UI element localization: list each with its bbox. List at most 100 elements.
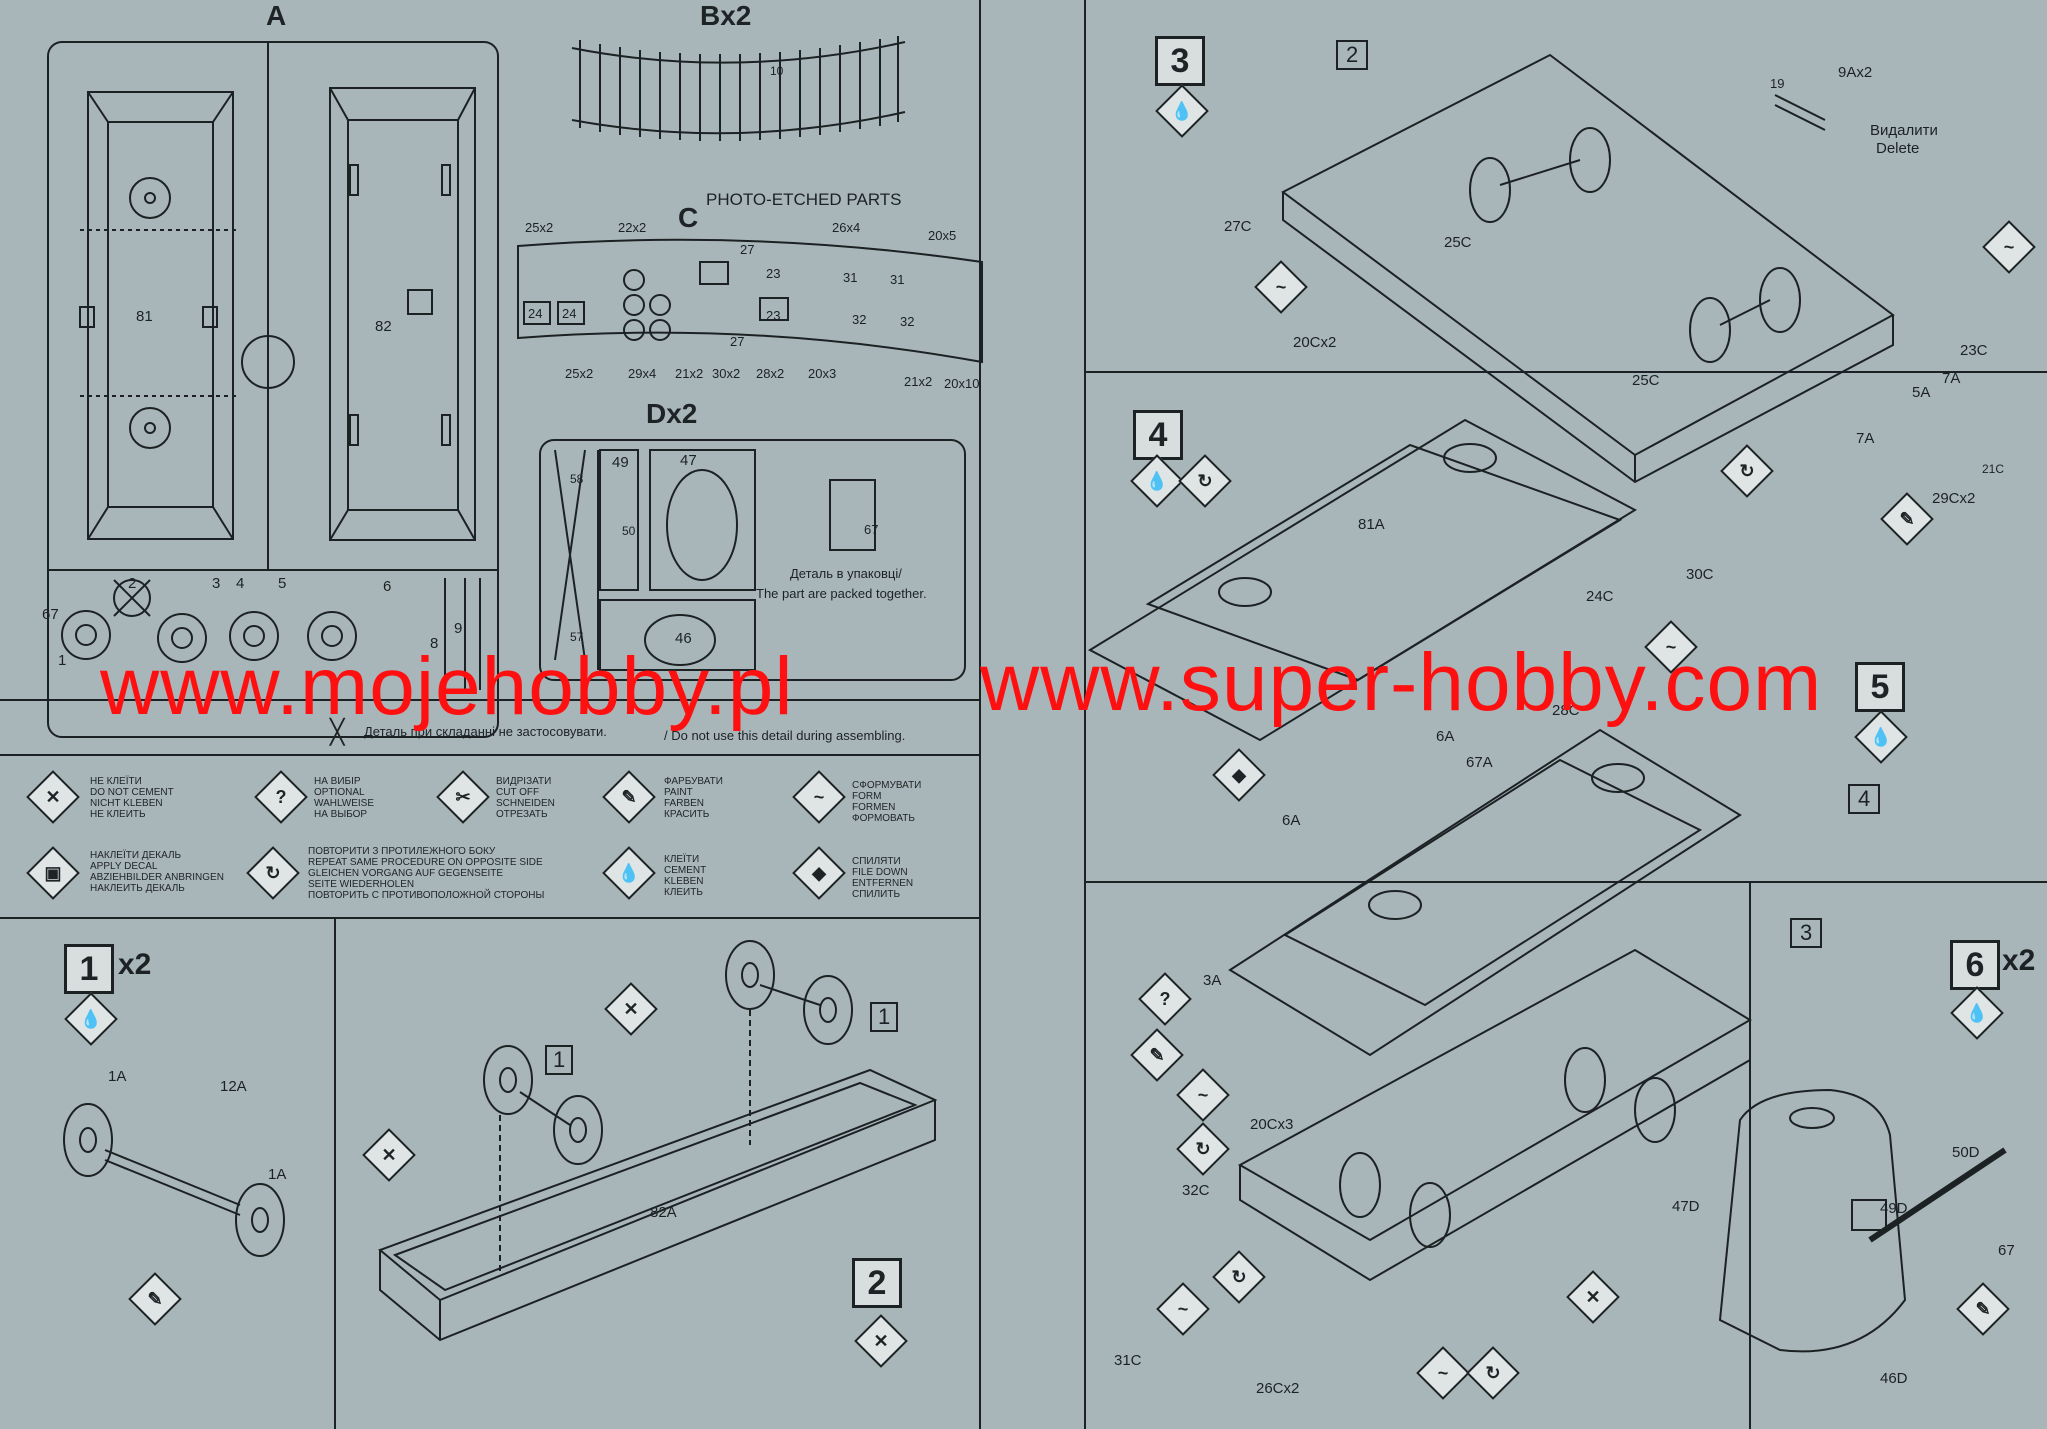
pe-part-label: 20x10 <box>944 376 980 391</box>
sprue-b-title: Bx2 <box>700 0 752 31</box>
sprue-a-title: A <box>266 0 287 31</box>
pe-part-label: 21x2 <box>904 374 933 389</box>
pe-part-label: 28x2 <box>756 366 785 381</box>
part-label: 49D <box>1880 1200 1908 1217</box>
part-label: 57 <box>570 630 584 644</box>
packed-note-en: The part are packed together. <box>756 586 927 601</box>
part-label: 82A <box>650 1204 677 1221</box>
step3-drawing <box>1281 53 1895 484</box>
dimension-label: 19 <box>1770 76 1785 91</box>
part-label: 81A <box>1358 516 1385 533</box>
part-label: 26Cx2 <box>1256 1380 1300 1397</box>
part-label: 2 <box>128 575 137 592</box>
sprue-b-drawing <box>571 36 906 141</box>
legend-text: ПОВТОРИТИ З ПРОТИЛЕЖНОГО БОКУ REPEAT SAM… <box>308 846 545 901</box>
legend-text: ВИДРІЗАТИ CUT OFF SCHNEIDEN ОТРЕЗАТЬ <box>496 776 555 820</box>
part-label: 5A <box>1912 384 1931 401</box>
part-label: 82 <box>375 318 392 335</box>
pe-part-label: 23 <box>766 266 781 281</box>
part-label: 3 <box>212 575 221 592</box>
part-label: 29Cx2 <box>1932 490 1976 507</box>
part-label: 6A <box>1436 728 1455 745</box>
part-label: 81 <box>136 308 153 325</box>
pe-part-label: 25x2 <box>565 366 594 381</box>
step-number: 4 <box>1133 410 1183 460</box>
step-multiplier: x2 <box>118 948 152 981</box>
pe-part-label: 21x2 <box>675 366 704 381</box>
step-number: 1 <box>64 944 114 994</box>
step1-drawing <box>63 1103 285 1257</box>
photo-etched-title: PHOTO-ETCHED PARTS <box>706 190 902 209</box>
pe-part-label: 20x3 <box>808 366 837 381</box>
pe-part-label: 24 <box>528 306 543 321</box>
subassembly-ref: 1 <box>870 1002 899 1032</box>
part-label: 4 <box>236 575 245 592</box>
watermark-text: www.super-hobby.com <box>980 637 1823 728</box>
sprue-d-title: Dx2 <box>646 398 698 429</box>
legend-text: СФОРМУВАТИ FORM FORMEN ФОРМОВАТЬ <box>852 780 922 824</box>
pe-part-label: 32 <box>852 312 867 327</box>
part-label: 46D <box>1880 1370 1908 1387</box>
pe-part-label: 30x2 <box>712 366 741 381</box>
not-used-note-en: / Do not use this detail during assembli… <box>664 728 906 743</box>
part-label: 25C <box>1444 234 1472 251</box>
legend-text: СПИЛЯТИ FILE DOWN ENTFERNEN СПИЛИТЬ <box>852 856 914 900</box>
part-label: 20Cx2 <box>1293 334 1337 351</box>
step-number: 5 <box>1855 662 1905 712</box>
subassembly-ref: 2 <box>1336 40 1369 70</box>
part-label: 24C <box>1586 588 1614 605</box>
legend-text: НА ВИБІР OPTIONAL WAHLWEISE НА ВЫБОР <box>314 776 375 820</box>
part-label: 7A <box>1856 430 1875 447</box>
watermark-text: www.mojehobby.pl <box>100 641 794 732</box>
pe-part-label: 23 <box>766 308 781 323</box>
part-label: 46 <box>675 630 692 647</box>
part-label: 12A <box>220 1078 247 1095</box>
part-label: 20Cx3 <box>1250 1116 1294 1133</box>
delete-label-en: Delete <box>1876 140 1920 157</box>
part-label: 67 <box>42 606 59 623</box>
legend-text: ФАРБУВАТИ PAINT FARBEN КРАСИТЬ <box>664 776 723 820</box>
part-label: 8 <box>430 635 439 652</box>
step-number: 3 <box>1155 36 1205 86</box>
step4-drawing <box>1087 418 1638 742</box>
part-label: 21C <box>1982 462 2005 476</box>
not-used-cross-icon: ╳ <box>330 719 345 746</box>
packed-note-ua: Деталь в упаковці/ <box>790 566 902 581</box>
pe-part-label: 25x2 <box>525 220 554 235</box>
pe-part-label: 24 <box>562 306 577 321</box>
pe-part-label: 31 <box>843 270 858 285</box>
part-label: 9Ax2 <box>1838 64 1873 81</box>
part-label: 10 <box>770 64 784 78</box>
part-label: 1 <box>58 652 67 669</box>
part-label: 1A <box>268 1166 287 1183</box>
pe-part-label: 31 <box>890 272 905 287</box>
delete-label-ua: Видалити <box>1870 122 1938 139</box>
legend-text: НЕ КЛЕЇТИ DO NOT CEMENT NICHT KLEBEN НЕ … <box>90 776 174 820</box>
step2-drawing <box>378 940 938 1342</box>
sprue-a-drawing <box>47 41 499 738</box>
subassembly-ref: 3 <box>1790 918 1823 948</box>
sprue-d-drawing <box>539 439 966 681</box>
subassembly-ref: 4 <box>1848 784 1881 814</box>
pe-part-label: 32 <box>900 314 915 329</box>
legend-text: НАКЛЕЇТИ ДЕКАЛЬ APPLY DECAL ABZIEHBILDER… <box>90 850 224 894</box>
part-label: 6A <box>1282 812 1301 829</box>
part-label: 50D <box>1952 1144 1980 1161</box>
step-number: 2 <box>852 1258 902 1308</box>
step5-drawing <box>1228 728 1752 1282</box>
part-label: 47 <box>680 452 697 469</box>
sprue-c-drawing <box>517 238 983 364</box>
pe-part-label: 27 <box>740 242 755 257</box>
part-label: 31C <box>1114 1352 1142 1369</box>
pe-part-label: 27 <box>730 334 745 349</box>
part-label: 50 <box>622 524 636 538</box>
step-multiplier: x2 <box>2002 944 2036 977</box>
pe-part-label: 26x4 <box>832 220 861 235</box>
sprue-c-title: C <box>678 202 699 233</box>
part-label: 3A <box>1203 972 1222 989</box>
not-used-note-ua: Деталь при складанні не застосовувати. <box>364 724 607 739</box>
part-label: 67A <box>1466 754 1493 771</box>
part-label: 58 <box>570 472 584 486</box>
part-label: 25C <box>1632 372 1660 389</box>
